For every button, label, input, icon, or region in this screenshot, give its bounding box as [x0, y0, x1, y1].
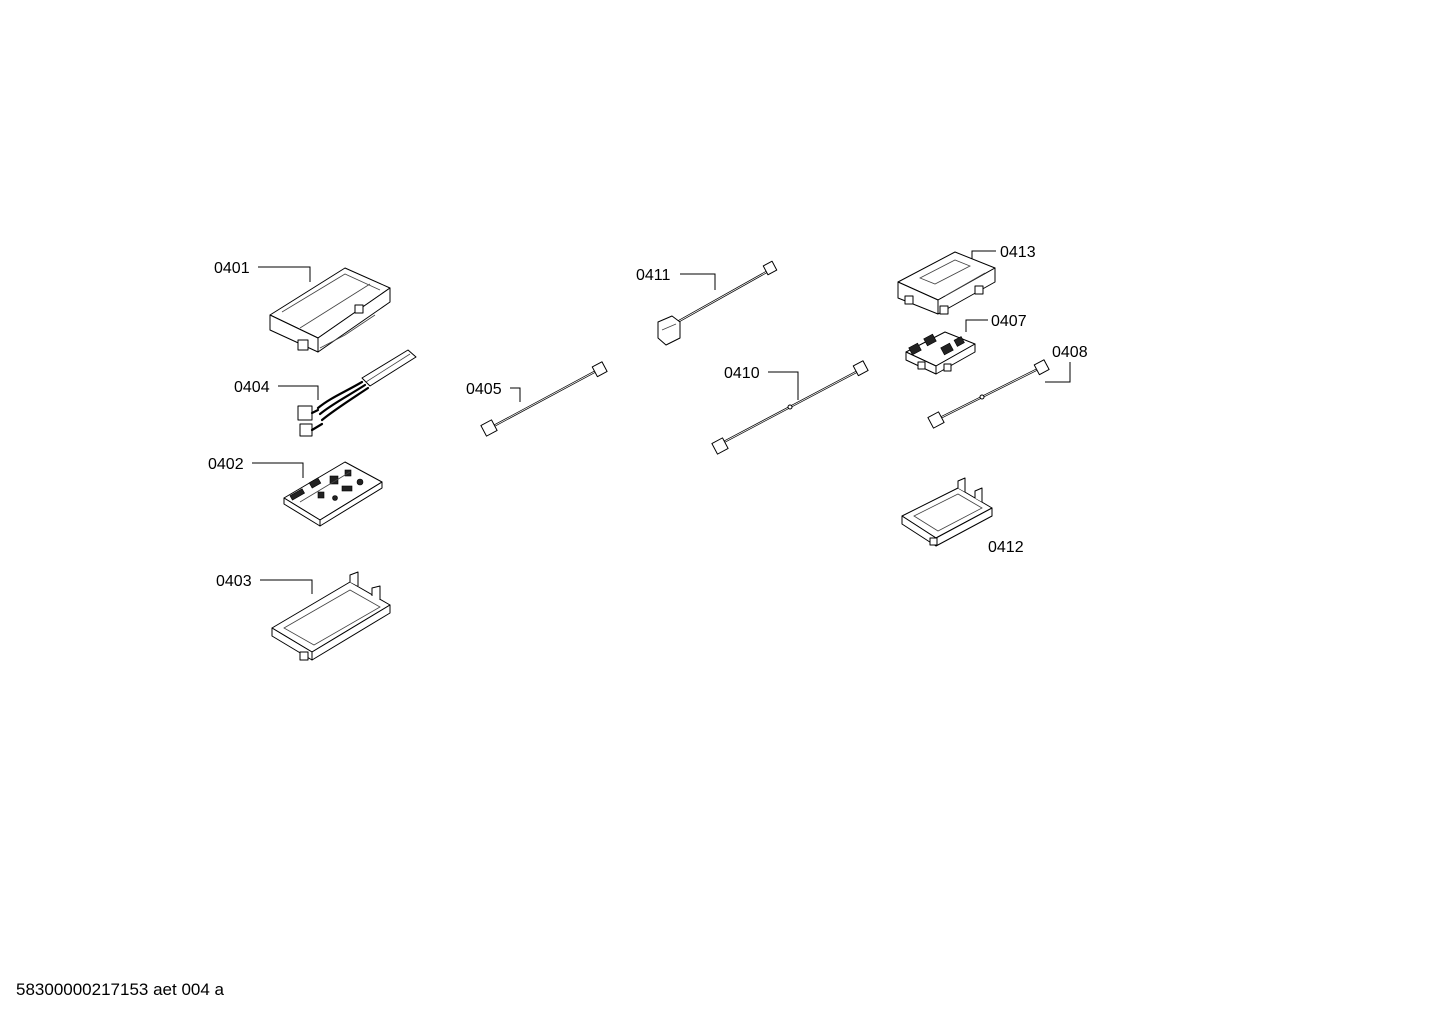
cable-0405-drawing: [480, 361, 608, 437]
cable-0408-drawing: [927, 359, 1050, 429]
wire-harness-drawing: [297, 349, 417, 437]
part-label-0411: 0411: [636, 267, 671, 284]
part-0405[interactable]: 0405: [466, 361, 608, 437]
part-label-0412: 0412: [988, 539, 1024, 556]
part-label-0408: 0408: [1052, 344, 1088, 361]
part-label-0405: 0405: [466, 381, 502, 398]
part-label-0407: 0407: [991, 313, 1027, 330]
circuit-board-drawing: [283, 461, 383, 527]
part-0410[interactable]: 0410: [711, 360, 869, 455]
leader-line-0403: [260, 579, 313, 594]
cable-0411-drawing: [657, 260, 778, 346]
leader-line-0410: [768, 371, 799, 400]
base-tray-drawing: [271, 571, 391, 661]
part-0408[interactable]: 0408: [927, 344, 1088, 429]
leader-line-0405: [510, 387, 521, 402]
part-0413[interactable]: 0413: [897, 244, 1036, 315]
part-label-0404: 0404: [234, 379, 270, 396]
leader-line-0404: [278, 385, 319, 400]
leader-line-0401: [258, 266, 311, 282]
leader-line-0408: [1045, 362, 1071, 383]
tray-0412-drawing: [901, 477, 993, 547]
part-label-0401: 0401: [214, 260, 250, 277]
part-0402[interactable]: 0402: [208, 456, 383, 527]
part-label-0403: 0403: [216, 573, 252, 590]
part-label-0402: 0402: [208, 456, 244, 473]
document-code: 58300000217153 aet 004 a: [16, 980, 224, 999]
part-0403[interactable]: 0403: [216, 571, 391, 661]
housing-cover-drawing: [269, 267, 391, 353]
connector-board-drawing: [905, 331, 976, 375]
part-0404[interactable]: 0404: [234, 349, 417, 437]
part-0412[interactable]: 0412: [901, 477, 1024, 556]
leader-line-0407: [965, 319, 988, 332]
part-0401[interactable]: 0401: [214, 260, 391, 353]
module-housing-drawing: [897, 251, 996, 315]
cable-0410-drawing: [711, 360, 869, 455]
part-0411[interactable]: 0411: [636, 260, 778, 346]
part-0407[interactable]: 0407: [905, 313, 1027, 375]
leader-line-0402: [252, 462, 304, 478]
part-label-0413: 0413: [1000, 244, 1036, 261]
part-label-0410: 0410: [724, 365, 760, 382]
leader-line-0411: [680, 273, 716, 290]
